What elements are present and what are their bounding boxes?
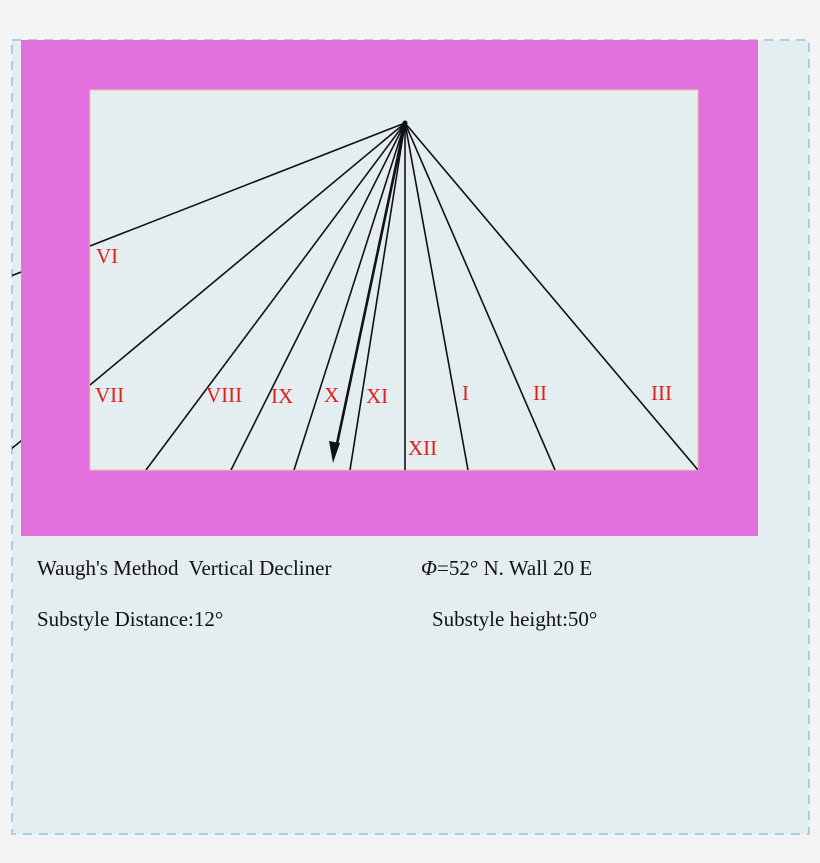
- phi-symbol: Φ: [421, 556, 437, 580]
- hour-line-i: [404, 122, 469, 470]
- hour-label-vii: VII: [95, 383, 124, 407]
- hour-label-xii: XII: [408, 436, 437, 460]
- hour-line-x: [293, 122, 406, 470]
- hour-line-viii: [145, 122, 406, 470]
- hour-labels: VI VII VIII IX X XI XII I II III: [95, 244, 672, 460]
- hour-line-ix: [230, 122, 406, 470]
- substyle-arrowhead: [329, 441, 340, 463]
- hour-lines: [90, 122, 698, 470]
- hour-line-vii: [90, 122, 406, 386]
- hour-label-ii: II: [533, 381, 547, 405]
- substyle-height-caption: Substyle height:50°: [432, 607, 598, 631]
- hour-label-vi: VI: [96, 244, 118, 268]
- method-caption: Waugh's Method Vertical Decliner: [37, 556, 332, 580]
- latitude-wall-text: =52° N. Wall 20 E: [437, 556, 593, 580]
- hour-label-xi: XI: [366, 384, 388, 408]
- hour-label-i: I: [462, 381, 469, 405]
- dial-face: [89, 89, 699, 471]
- hour-line-vi: [90, 122, 406, 247]
- gnomon-root: [402, 120, 408, 126]
- hour-line-iii: [404, 122, 698, 470]
- substyle-arrow: [329, 120, 408, 463]
- hour-line-ii: [404, 122, 556, 470]
- latitude-caption: Φ=52° N. Wall 20 E: [421, 556, 592, 581]
- hour-label-x: X: [324, 383, 339, 407]
- substyle-distance-caption: Substyle Distance:12°: [37, 607, 224, 631]
- hour-label-ix: IX: [271, 384, 293, 408]
- hour-label-iii: III: [651, 381, 672, 405]
- substyle-line: [335, 122, 407, 445]
- hour-line-xi: [349, 122, 406, 470]
- hour-label-viii: VIII: [206, 383, 242, 407]
